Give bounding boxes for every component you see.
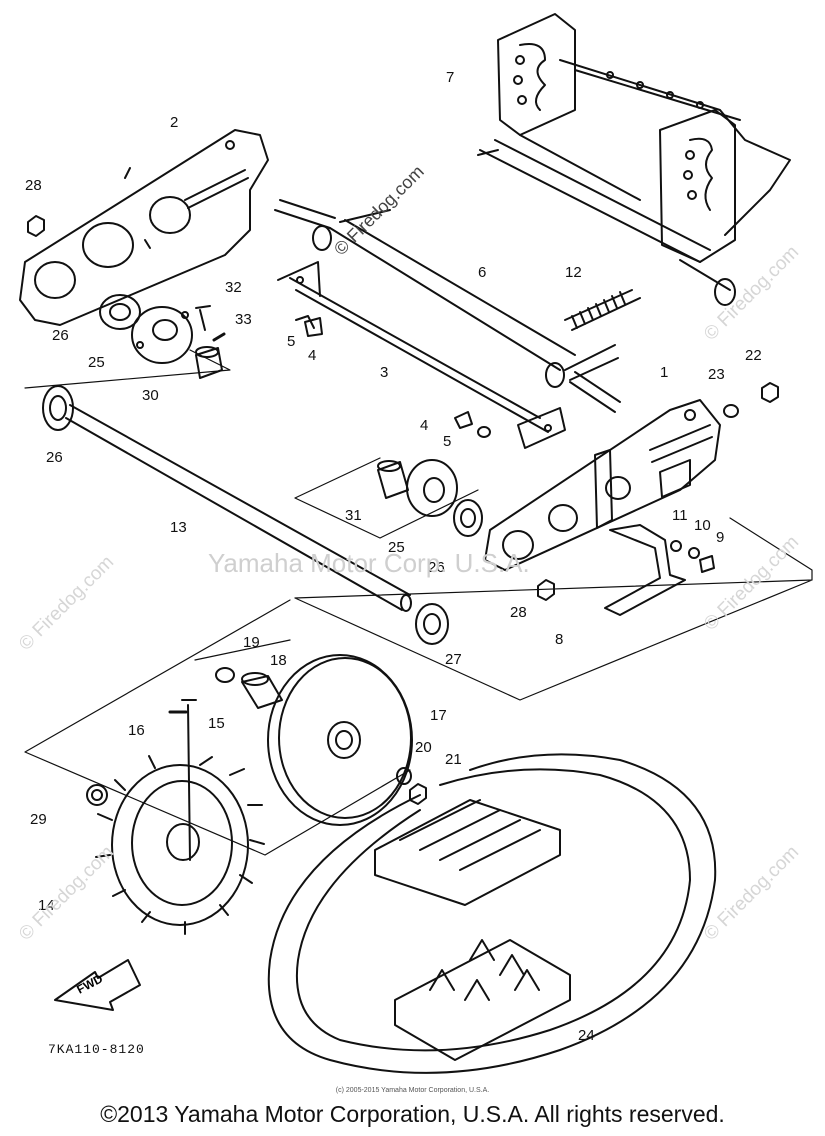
callout-part-6: 6 bbox=[478, 264, 487, 281]
flange-part-25-upper bbox=[131, 306, 193, 364]
bearing-part-26-left bbox=[42, 385, 74, 431]
collar-part-31 bbox=[377, 460, 409, 499]
track-part-24 bbox=[267, 753, 717, 1074]
idler-wheel-part-17 bbox=[267, 654, 413, 826]
pin-part-32 bbox=[195, 305, 211, 331]
collar-part-18 bbox=[241, 672, 283, 709]
callout-part-1: 1 bbox=[660, 364, 669, 381]
callout-part-26: 26 bbox=[46, 449, 63, 466]
callout-part-9: 9 bbox=[716, 529, 725, 546]
callout-part-33: 33 bbox=[235, 311, 252, 328]
callout-part-30: 30 bbox=[142, 387, 159, 404]
bracket-part-8 bbox=[604, 524, 686, 616]
pin-part-15 bbox=[181, 699, 197, 861]
callout-part-26: 26 bbox=[428, 559, 445, 576]
callout-part-15: 15 bbox=[208, 715, 225, 732]
callout-part-11: 11 bbox=[672, 507, 688, 524]
callout-part-19: 19 bbox=[243, 634, 260, 651]
callout-part-20: 20 bbox=[415, 739, 432, 756]
reference-outline-main bbox=[294, 517, 813, 701]
callout-part-26: 26 bbox=[52, 327, 69, 344]
callout-part-8: 8 bbox=[555, 631, 564, 648]
suspension-frame-part-7 bbox=[477, 13, 791, 306]
axle-part-13 bbox=[65, 404, 412, 612]
small-copyright: (c) 2005-2015 Yamaha Motor Corporation, … bbox=[335, 1087, 490, 1094]
watermark-center: Yamaha Motor Corp. U.S.A. bbox=[208, 548, 530, 578]
reference-line-upper bbox=[24, 349, 231, 389]
bolt-part-28-right bbox=[537, 579, 555, 601]
callout-part-5: 5 bbox=[287, 333, 296, 350]
callout-part-27: 27 bbox=[445, 651, 462, 668]
callout-part-21: 21 bbox=[445, 751, 462, 768]
copyright-footer: ©2013 Yamaha Motor Corporation, U.S.A. A… bbox=[100, 1101, 725, 1127]
callout-part-31: 31 bbox=[345, 507, 362, 524]
side-plate-left-part-2 bbox=[19, 129, 269, 326]
callout-part-24: 24 bbox=[578, 1027, 595, 1044]
callout-part-13: 13 bbox=[170, 519, 187, 536]
callout-part-17: 17 bbox=[430, 707, 447, 724]
bearing-part-26-upper bbox=[99, 294, 141, 330]
nut-part-21 bbox=[409, 783, 427, 805]
callout-part-25: 25 bbox=[88, 354, 105, 371]
callout-part-18: 18 bbox=[270, 652, 287, 669]
callout-part-4: 4 bbox=[420, 417, 429, 434]
collar-part-30 bbox=[195, 346, 223, 379]
washer-part-5-lower bbox=[477, 426, 491, 438]
callout-part-32: 32 bbox=[225, 279, 242, 296]
callout-part-25: 25 bbox=[388, 539, 405, 556]
callout-part-7: 7 bbox=[446, 69, 455, 86]
forward-arrow-icon bbox=[54, 959, 141, 1011]
callout-part-16: 16 bbox=[128, 722, 145, 739]
callout-part-4: 4 bbox=[308, 347, 317, 364]
callout-part-5: 5 bbox=[443, 433, 452, 450]
washer-part-19 bbox=[396, 767, 412, 785]
washer-part-11 bbox=[670, 540, 682, 552]
shaft-part-6 bbox=[274, 199, 621, 413]
bolt-part-4-upper bbox=[304, 317, 323, 337]
callout-part-2: 2 bbox=[170, 114, 179, 131]
flange-part-25-lower bbox=[406, 459, 458, 517]
bolt-part-4-lower bbox=[454, 411, 473, 429]
washer-part-20 bbox=[215, 667, 235, 683]
callout-part-3: 3 bbox=[380, 364, 389, 381]
bushing-part-29 bbox=[86, 784, 108, 806]
callout-part-28: 28 bbox=[510, 604, 527, 621]
clip-part-33 bbox=[212, 332, 226, 342]
bearing-part-27 bbox=[415, 603, 449, 645]
bolt-part-9 bbox=[699, 555, 715, 573]
drawing-code: 7KA110-8120 bbox=[48, 1042, 145, 1057]
side-plate-right-part-1 bbox=[484, 399, 721, 571]
washer-part-10 bbox=[688, 547, 700, 559]
callout-part-14: 14 bbox=[38, 897, 55, 914]
nut-part-22 bbox=[761, 382, 779, 403]
bolt-part-28-left bbox=[27, 215, 45, 237]
callout-part-28: 28 bbox=[25, 177, 42, 194]
bearing-part-26-lower bbox=[453, 499, 483, 537]
sprocket-part-14 bbox=[95, 755, 265, 935]
reference-outline-lower bbox=[24, 599, 411, 856]
reference-line-middle bbox=[294, 457, 479, 539]
washer-part-5-upper bbox=[295, 315, 315, 329]
spring-part-12 bbox=[564, 289, 641, 331]
axle-part-3 bbox=[277, 261, 566, 449]
callout-part-12: 12 bbox=[565, 264, 582, 281]
callout-part-23: 23 bbox=[708, 366, 725, 383]
washer-part-23 bbox=[723, 404, 739, 418]
callout-part-10: 10 bbox=[694, 517, 711, 534]
callout-part-29: 29 bbox=[30, 811, 47, 828]
callout-part-22: 22 bbox=[745, 347, 762, 364]
